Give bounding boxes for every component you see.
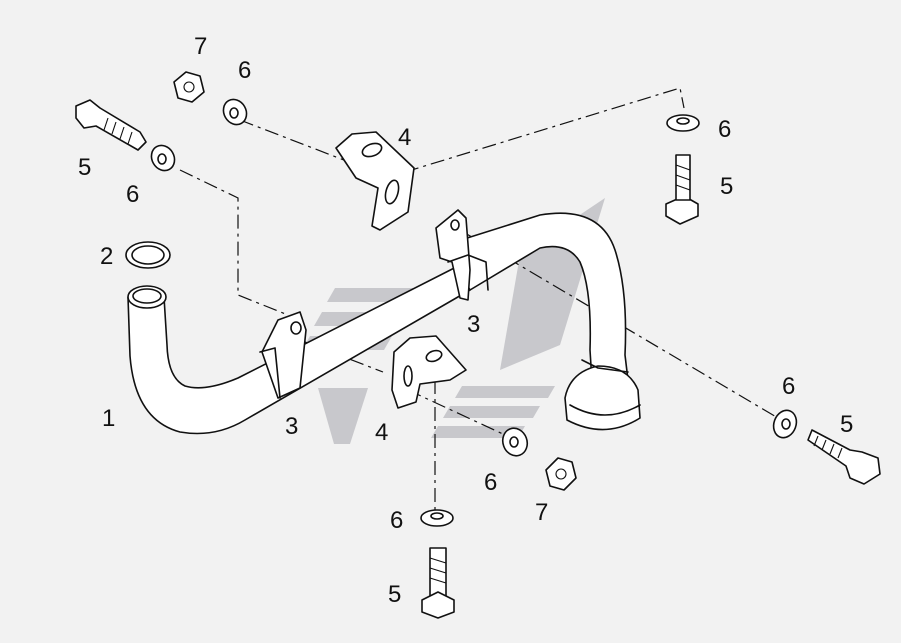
callout-4-bottom: 4	[375, 419, 388, 446]
callout-6-left: 6	[126, 181, 139, 208]
washer-6-lower-right	[772, 409, 798, 439]
pipe-1	[127, 212, 641, 435]
clamp-3-right	[435, 209, 489, 301]
bolt-5-right	[665, 154, 699, 225]
callout-5-right: 5	[720, 173, 733, 200]
washer-6-center	[501, 427, 529, 457]
nut-7-bottom	[545, 457, 577, 491]
callout-3-right: 3	[467, 311, 480, 338]
bracket-4-bottom	[391, 335, 467, 409]
washer-6-top	[222, 98, 248, 126]
callout-6-lower-right: 6	[782, 373, 795, 400]
callout-2: 2	[100, 243, 113, 270]
clamp-3-left	[259, 311, 307, 399]
callout-6-right: 6	[718, 116, 731, 143]
callout-5-bottom: 5	[388, 581, 401, 608]
bolt-5-bottom	[421, 547, 455, 619]
washer-6-left	[150, 144, 176, 172]
callout-6-bottom: 6	[390, 507, 403, 534]
callout-7-top: 7	[194, 33, 207, 60]
callout-7-bottom: 7	[535, 499, 548, 526]
washer-6-right	[666, 114, 700, 132]
callout-1: 1	[102, 405, 115, 432]
nut-7-top	[173, 71, 205, 103]
gasket-2	[125, 241, 171, 269]
bolt-5-top-left	[75, 99, 147, 151]
washer-6-bottom	[420, 509, 454, 527]
callout-6-center: 6	[484, 469, 497, 496]
callout-labels: 1 2 3 3 4 4 5 5 5 5 6 6 6 6 6 7 7	[78, 33, 853, 608]
callout-5-top-left: 5	[78, 154, 91, 181]
callout-4-top: 4	[398, 124, 411, 151]
bolt-5-lower-right	[807, 429, 881, 485]
callout-6-top: 6	[238, 57, 251, 84]
callout-5-lower-right: 5	[840, 411, 853, 438]
bracket-4-top	[335, 131, 415, 231]
callout-3-left: 3	[285, 413, 298, 440]
assembly-lines	[179, 87, 779, 510]
